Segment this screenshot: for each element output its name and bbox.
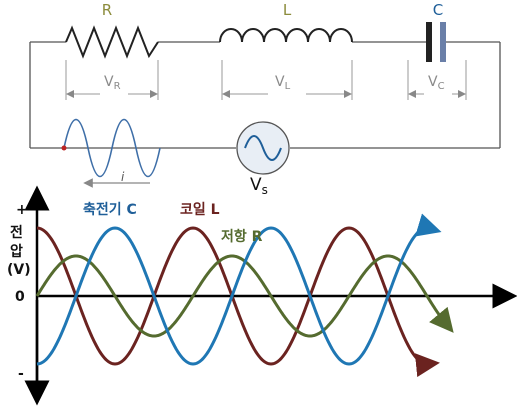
capacitor-curve — [36, 213, 442, 366]
inductor-symbol — [219, 28, 353, 43]
y-axis-label-1: 전 — [10, 224, 23, 241]
vc-label: VC — [428, 74, 445, 92]
capacitor-symbol — [426, 22, 446, 62]
curves — [35, 213, 454, 378]
source-label: Vs — [250, 175, 268, 197]
inductor-label: L — [283, 1, 292, 19]
ac-source-symbol — [236, 121, 290, 175]
resistor-curve-label: 저항 R — [221, 228, 263, 245]
resistor-label: R — [102, 1, 112, 19]
current-wave — [63, 118, 161, 178]
current-label: i — [121, 170, 125, 184]
zero-label: 0 — [15, 289, 25, 305]
y-axis-label-2: 압 — [10, 244, 23, 260]
inductor-curve-label: 코일 L — [180, 202, 220, 218]
minus-label: - — [18, 366, 24, 382]
capacitor-curve-label: 축전기 C — [83, 201, 137, 218]
y-axis-label-3: (V) — [7, 262, 31, 278]
current-wave-dot — [61, 145, 67, 151]
vr-label: VR — [104, 74, 121, 92]
vl-label: VL — [275, 74, 291, 92]
capacitor-label: C — [433, 1, 443, 19]
resistor-curve — [35, 254, 454, 338]
resistor-symbol — [65, 25, 159, 59]
plus-label: + — [16, 202, 28, 218]
